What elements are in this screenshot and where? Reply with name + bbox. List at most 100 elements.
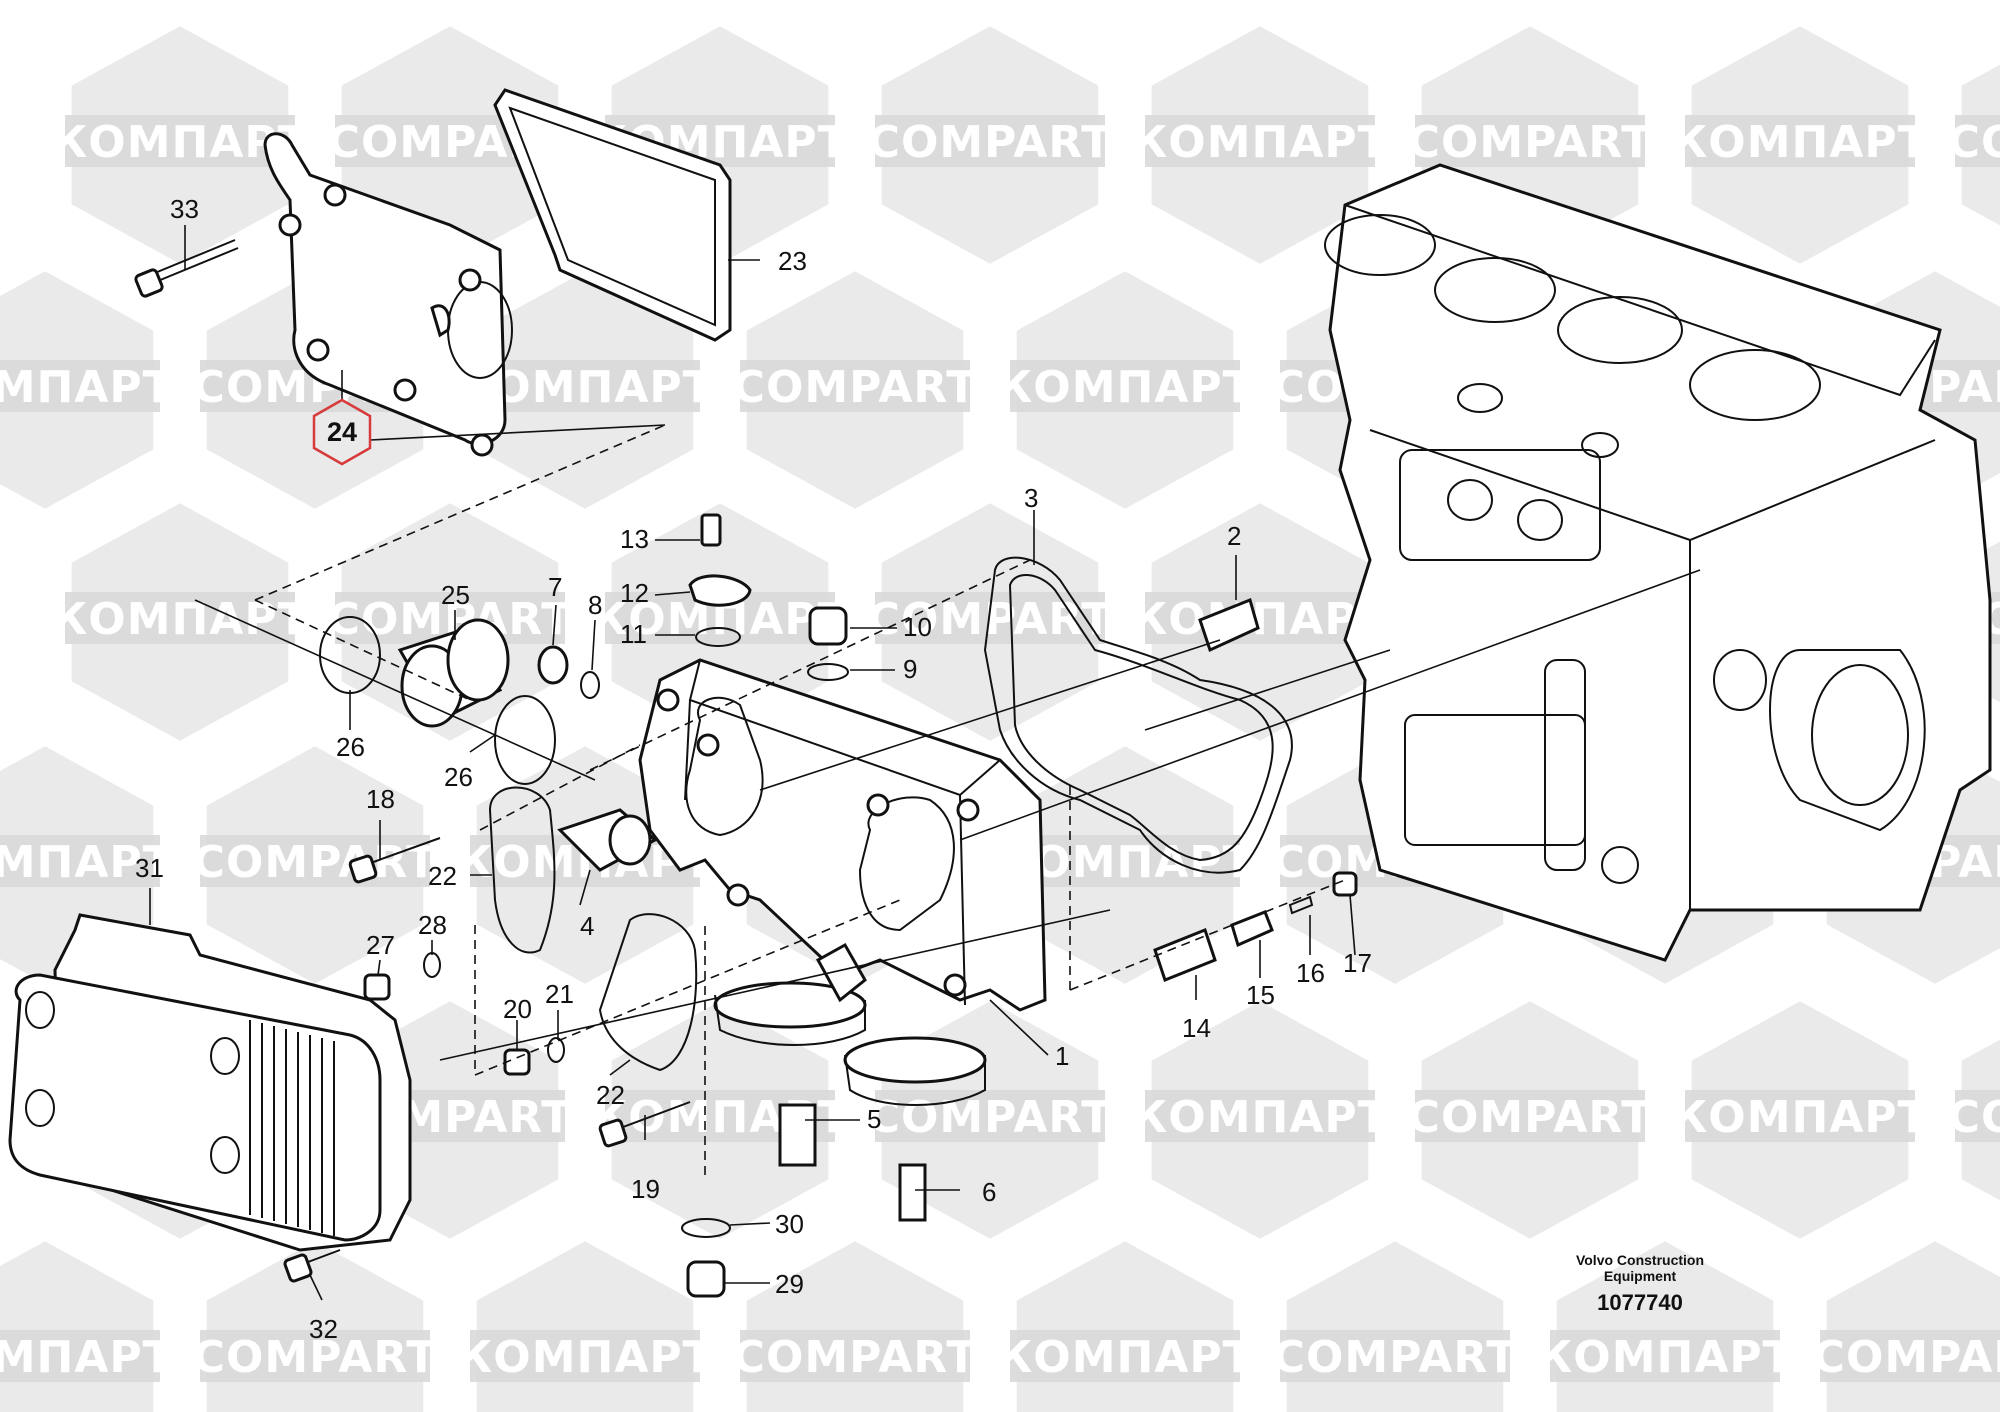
watermark-band	[740, 1330, 970, 1382]
callout-2: 2	[1227, 521, 1241, 551]
watermark-text: КОМПАРТ	[0, 837, 174, 888]
watermark-text: КОМПАРТ	[0, 1332, 174, 1383]
watermark-text: КОМПАРТ	[996, 1332, 1253, 1383]
watermark-band	[1145, 1090, 1375, 1142]
watermark-band	[1685, 1090, 1915, 1142]
watermark-text: COMPART	[733, 362, 978, 413]
engine-block	[1324, 163, 1992, 962]
watermark-text: КОМПАРТ	[1671, 117, 1928, 168]
callout-14: 14	[1182, 1013, 1211, 1043]
callout-26b: 26	[444, 762, 473, 792]
watermark-band	[1145, 592, 1375, 644]
watermark-band	[1820, 1330, 2000, 1382]
watermark-hexagon	[1016, 1241, 1234, 1412]
watermark-text: КОМПАРТ	[456, 1332, 713, 1383]
watermark-hexagon	[1826, 1241, 2000, 1412]
watermark-band	[1010, 360, 1240, 412]
watermark-text: COMPART	[1948, 117, 2000, 168]
watermark-band	[1955, 115, 2000, 167]
callout-19: 19	[631, 1174, 660, 1204]
oil-cooler	[8, 913, 412, 1252]
watermark-text: COMPART	[868, 1092, 1113, 1143]
watermark-band	[470, 1330, 700, 1382]
callout-8: 8	[588, 590, 602, 620]
watermark-text: КОМПАРТ	[1536, 1332, 1793, 1383]
callout-15: 15	[1246, 980, 1275, 1010]
brand-name-line1: Volvo Construction	[1575, 1252, 1705, 1268]
callout-7: 7	[548, 572, 562, 602]
callout-1: 1	[1055, 1041, 1069, 1071]
watermark-hexagon	[0, 1241, 154, 1412]
callout-31: 31	[135, 853, 164, 883]
callout-26a: 26	[336, 732, 365, 762]
callout-25: 25	[441, 580, 470, 610]
watermark-band	[0, 360, 160, 412]
oil-filter-housing	[638, 658, 1047, 1106]
watermark-band	[470, 360, 700, 412]
callout-29: 29	[775, 1269, 804, 1299]
callout-17: 17	[1343, 948, 1372, 978]
callout-11: 11	[620, 619, 647, 649]
watermark-text: КОМПАРТ	[1131, 117, 1388, 168]
watermark-text: COMPART	[733, 1332, 978, 1383]
watermark-band	[875, 115, 1105, 167]
watermark-band	[200, 835, 430, 887]
watermark-text: КОМПАРТ	[0, 362, 174, 413]
watermark-text: COMPART	[1948, 1092, 2000, 1143]
gasket-23	[493, 88, 732, 342]
callout-24: 24	[327, 417, 357, 447]
callout-22a: 22	[428, 861, 457, 891]
callout-13: 13	[620, 524, 649, 554]
callout-16: 16	[1296, 958, 1325, 988]
callout-labels: 1 2 3 4 5 6 7 8 9 10 11 12 13 14 15 16 1…	[135, 194, 1372, 1344]
watermark-band	[0, 835, 160, 887]
callout-3: 3	[1024, 483, 1038, 513]
watermark-text: COMPART	[193, 837, 438, 888]
watermark-band	[1010, 1330, 1240, 1382]
watermark-text: COMPART	[1813, 1332, 2000, 1383]
watermark-hexagon	[476, 1241, 694, 1412]
brand-name-line2: Equipment	[1603, 1268, 1677, 1284]
callout-23: 23	[778, 246, 807, 276]
watermark-text: КОМПАРТ	[51, 594, 308, 645]
gasket-3	[983, 556, 1293, 874]
watermark-band	[0, 1330, 160, 1382]
watermark-band	[1550, 1330, 1780, 1382]
callout-20: 20	[503, 994, 532, 1024]
callout-28: 28	[418, 910, 447, 940]
callout-6: 6	[982, 1177, 996, 1207]
watermark-text: COMPART	[193, 1332, 438, 1383]
watermark-band	[1010, 835, 1240, 887]
watermark-text: COMPART	[1408, 1092, 1653, 1143]
callout-leaders	[149, 225, 1356, 1301]
watermark-band	[1145, 115, 1375, 167]
callout-33: 33	[170, 194, 199, 224]
callout-30: 30	[775, 1209, 804, 1239]
watermark-text: COMPART	[868, 117, 1113, 168]
watermark-band	[200, 1330, 430, 1382]
callout-4: 4	[580, 911, 594, 941]
callout-32: 32	[309, 1314, 338, 1344]
watermark-band	[1415, 1090, 1645, 1142]
callout-22b: 22	[596, 1080, 625, 1110]
watermark-band	[1955, 1090, 2000, 1142]
watermark-band	[1415, 115, 1645, 167]
watermark-text: КОМПАРТ	[1671, 1092, 1928, 1143]
callout-21: 21	[545, 979, 574, 1009]
watermark-hexagon	[746, 1241, 964, 1412]
watermark-band	[875, 1090, 1105, 1142]
drawing-number: 1077740	[1597, 1290, 1683, 1315]
callout-9: 9	[903, 654, 917, 684]
small-parts	[134, 239, 1358, 1298]
watermark-hexagon	[1286, 1241, 1504, 1412]
callout-10: 10	[903, 612, 932, 642]
watermark-text: КОМПАРТ	[1131, 1092, 1388, 1143]
cover-24	[263, 132, 513, 457]
watermark-band	[740, 360, 970, 412]
watermark-text: COMPART	[1273, 1332, 1518, 1383]
watermark-text: КОМПАРТ	[996, 362, 1253, 413]
watermark-band	[1685, 115, 1915, 167]
callout-27: 27	[366, 930, 395, 960]
